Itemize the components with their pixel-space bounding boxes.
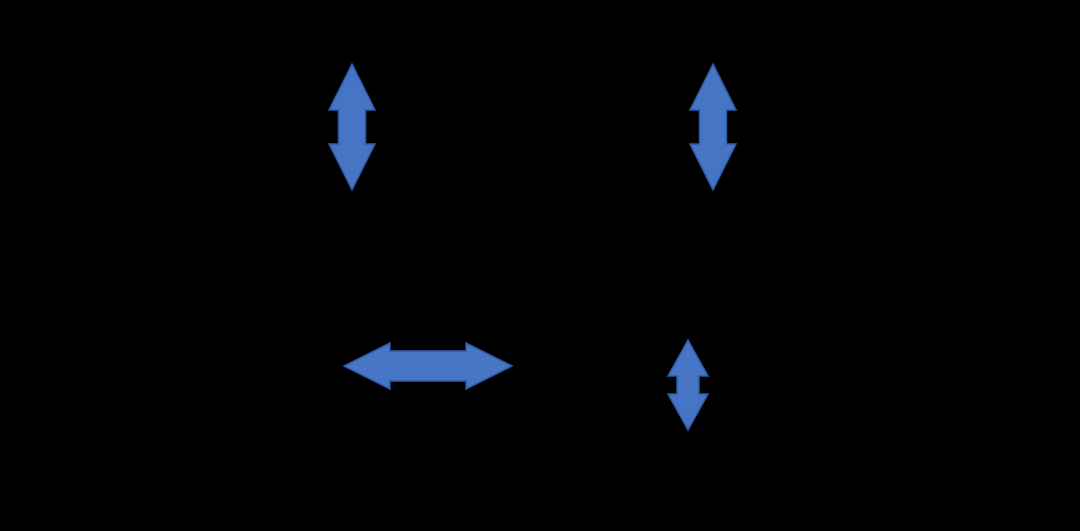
double-arrow-horizontal-icon <box>342 341 514 391</box>
double-arrow-vertical-icon <box>688 62 738 192</box>
double-arrow-vertical-icon <box>327 62 377 192</box>
double-arrow-vertical-icon <box>666 338 710 432</box>
